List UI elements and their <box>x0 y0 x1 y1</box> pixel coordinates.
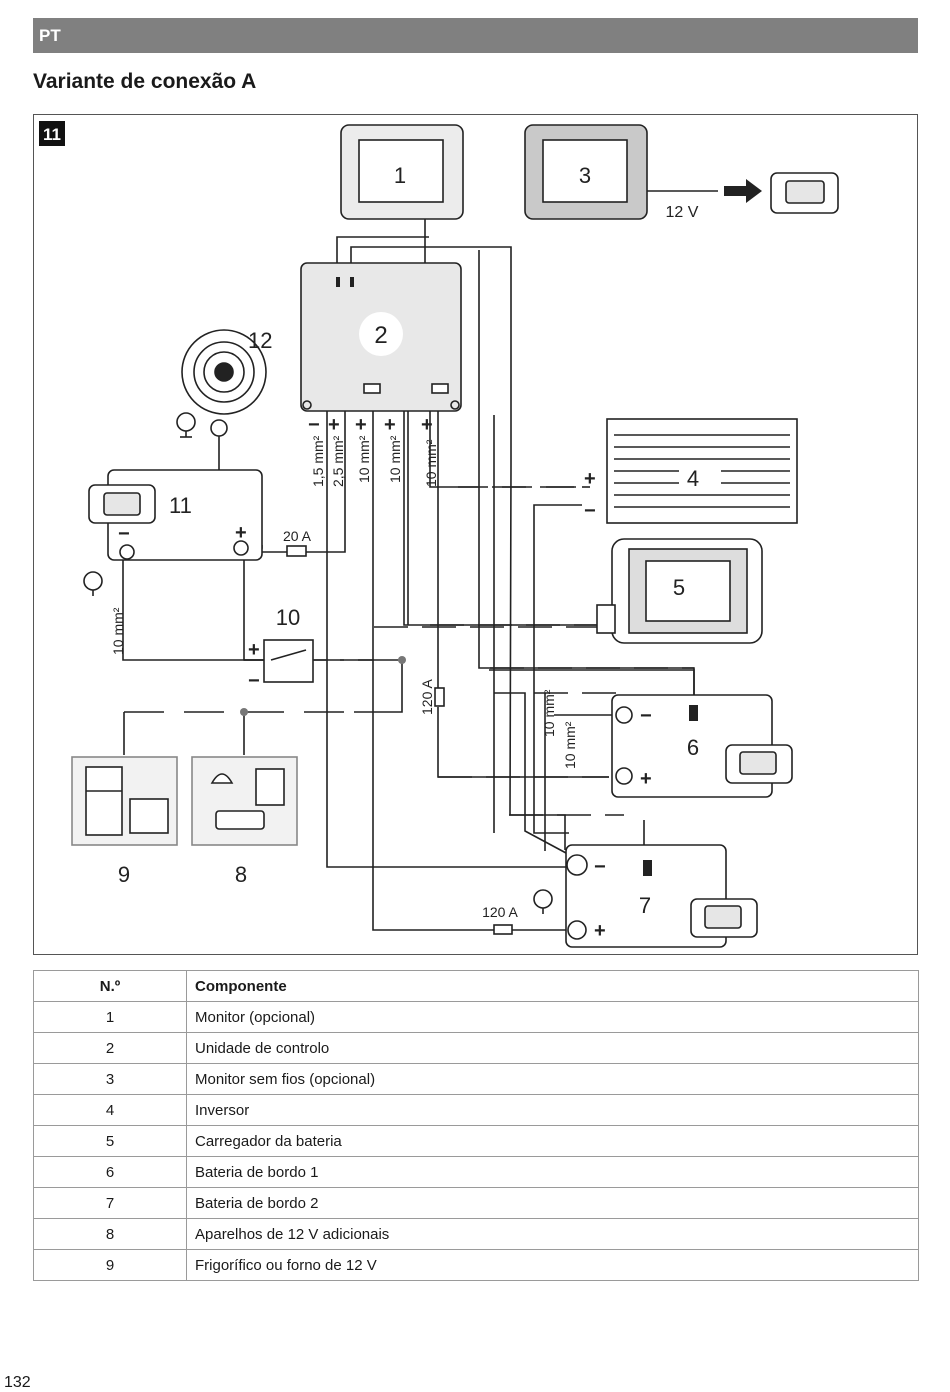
column-header-number: N.º <box>33 970 187 1002</box>
row-number: 2 <box>33 1032 187 1064</box>
battery-charger-5: 5 <box>596 538 763 644</box>
row-number: 3 <box>33 1063 187 1095</box>
row-number: 9 <box>33 1249 187 1281</box>
language-label: PT <box>39 26 61 45</box>
table-row: 7 Bateria de bordo 2 <box>33 1187 919 1219</box>
row-component: Aparelhos de 12 V adicionais <box>186 1218 919 1250</box>
svg-text:1: 1 <box>394 163 406 188</box>
cable-size-labels: 1,5 mm² 2,5 mm² 10 mm² 10 mm² 10 mm² 10 … <box>110 435 578 769</box>
svg-text:2: 2 <box>374 322 387 349</box>
svg-text:10 mm²: 10 mm² <box>110 607 126 655</box>
row-component: Carregador da bateria <box>186 1125 919 1157</box>
inverter-4: 4 + − <box>584 418 798 524</box>
row-number: 1 <box>33 1001 187 1033</box>
svg-text:4: 4 <box>687 466 699 491</box>
svg-text:−: − <box>308 414 320 436</box>
svg-text:+: + <box>384 414 396 436</box>
svg-text:9: 9 <box>118 862 130 887</box>
control-unit-2: 2 <box>300 262 462 412</box>
svg-text:3: 3 <box>579 163 591 188</box>
table-row: 1 Monitor (opcional) <box>33 1001 919 1033</box>
svg-text:11: 11 <box>169 493 192 518</box>
svg-text:+: + <box>248 639 260 661</box>
table-row: 8 Aparelhos de 12 V adicionais <box>33 1218 919 1250</box>
row-component: Unidade de controlo <box>186 1032 919 1064</box>
table-row: 4 Inversor <box>33 1094 919 1126</box>
svg-text:12: 12 <box>248 328 272 353</box>
row-number: 5 <box>33 1125 187 1157</box>
svg-text:−: − <box>584 500 596 522</box>
table-row: 2 Unidade de controlo <box>33 1032 919 1064</box>
svg-text:6: 6 <box>687 735 699 760</box>
svg-text:7: 7 <box>639 893 651 918</box>
svg-text:1,5 mm²: 1,5 mm² <box>310 435 326 487</box>
row-component: Bateria de bordo 1 <box>186 1156 919 1188</box>
svg-text:+: + <box>235 522 247 544</box>
alternator-12: 12 <box>176 328 272 438</box>
table-row: 9 Frigorífico ou forno de 12 V <box>33 1249 919 1281</box>
table-row: 3 Monitor sem fios (opcional) <box>33 1063 919 1095</box>
page-number: 132 <box>4 1374 31 1391</box>
monitor-1: 1 <box>340 124 464 220</box>
board-battery-6: 6 − + <box>611 694 793 798</box>
svg-text:−: − <box>594 856 606 878</box>
fridge-oven-9: 9 <box>71 756 178 887</box>
starter-battery-11: 11 − + <box>83 469 263 596</box>
svg-text:11: 11 <box>43 125 61 144</box>
svg-text:−: − <box>118 523 130 545</box>
row-number: 6 <box>33 1156 187 1188</box>
svg-text:+: + <box>594 920 606 942</box>
svg-text:+: + <box>640 768 652 790</box>
language-bar: PT <box>33 18 918 53</box>
svg-text:10 mm²: 10 mm² <box>562 721 578 769</box>
component-table: N.º Componente 1 Monitor (opcional) 2 Un… <box>33 970 919 1281</box>
svg-text:10 mm²: 10 mm² <box>541 689 557 737</box>
svg-text:2,5 mm²: 2,5 mm² <box>330 435 346 487</box>
svg-text:5: 5 <box>673 575 685 600</box>
svg-text:8: 8 <box>235 862 247 887</box>
table-header-row: N.º Componente <box>33 970 919 1002</box>
svg-text:12 V: 12 V <box>666 204 699 221</box>
row-component: Monitor (opcional) <box>186 1001 919 1033</box>
board-battery-7: 7 − + <box>533 844 758 948</box>
wireless-monitor-3: 3 12 V <box>524 124 839 221</box>
fuse-20a: 20 A <box>283 528 312 557</box>
svg-text:+: + <box>328 414 340 436</box>
table-row: 5 Carregador da bateria <box>33 1125 919 1157</box>
svg-text:+: + <box>355 414 367 436</box>
switch-10: 10 + − <box>240 605 406 716</box>
table-row: 6 Bateria de bordo 1 <box>33 1156 919 1188</box>
svg-text:+: + <box>584 468 596 490</box>
svg-text:−: − <box>640 705 652 727</box>
row-component: Frigorífico ou forno de 12 V <box>186 1249 919 1281</box>
column-header-component: Componente <box>186 970 919 1002</box>
row-component: Bateria de bordo 2 <box>186 1187 919 1219</box>
svg-text:10 mm²: 10 mm² <box>423 439 439 487</box>
wires <box>122 217 695 931</box>
svg-text:10 mm²: 10 mm² <box>356 435 372 483</box>
svg-text:−: − <box>248 670 260 692</box>
wiring-diagram: 11 <box>33 114 918 955</box>
svg-text:10 mm²: 10 mm² <box>387 435 403 483</box>
fuse-120a-horizontal: 120 A <box>482 904 519 935</box>
row-component: Inversor <box>186 1094 919 1126</box>
row-number: 7 <box>33 1187 187 1219</box>
section-title: Variante de conexão A <box>33 70 257 93</box>
appliances-8: 8 <box>191 756 298 887</box>
svg-text:20 A: 20 A <box>283 528 312 544</box>
row-component: Monitor sem fios (opcional) <box>186 1063 919 1095</box>
svg-text:120 A: 120 A <box>482 904 518 920</box>
control-unit-terminal-signs: − + + + + <box>308 414 433 436</box>
fuse-120a-vertical: 120 A <box>419 679 445 715</box>
svg-text:10: 10 <box>276 605 300 630</box>
row-number: 8 <box>33 1218 187 1250</box>
figure-number-badge: 11 <box>39 121 65 146</box>
row-number: 4 <box>33 1094 187 1126</box>
svg-text:120 A: 120 A <box>419 679 435 715</box>
svg-text:+: + <box>421 414 433 436</box>
